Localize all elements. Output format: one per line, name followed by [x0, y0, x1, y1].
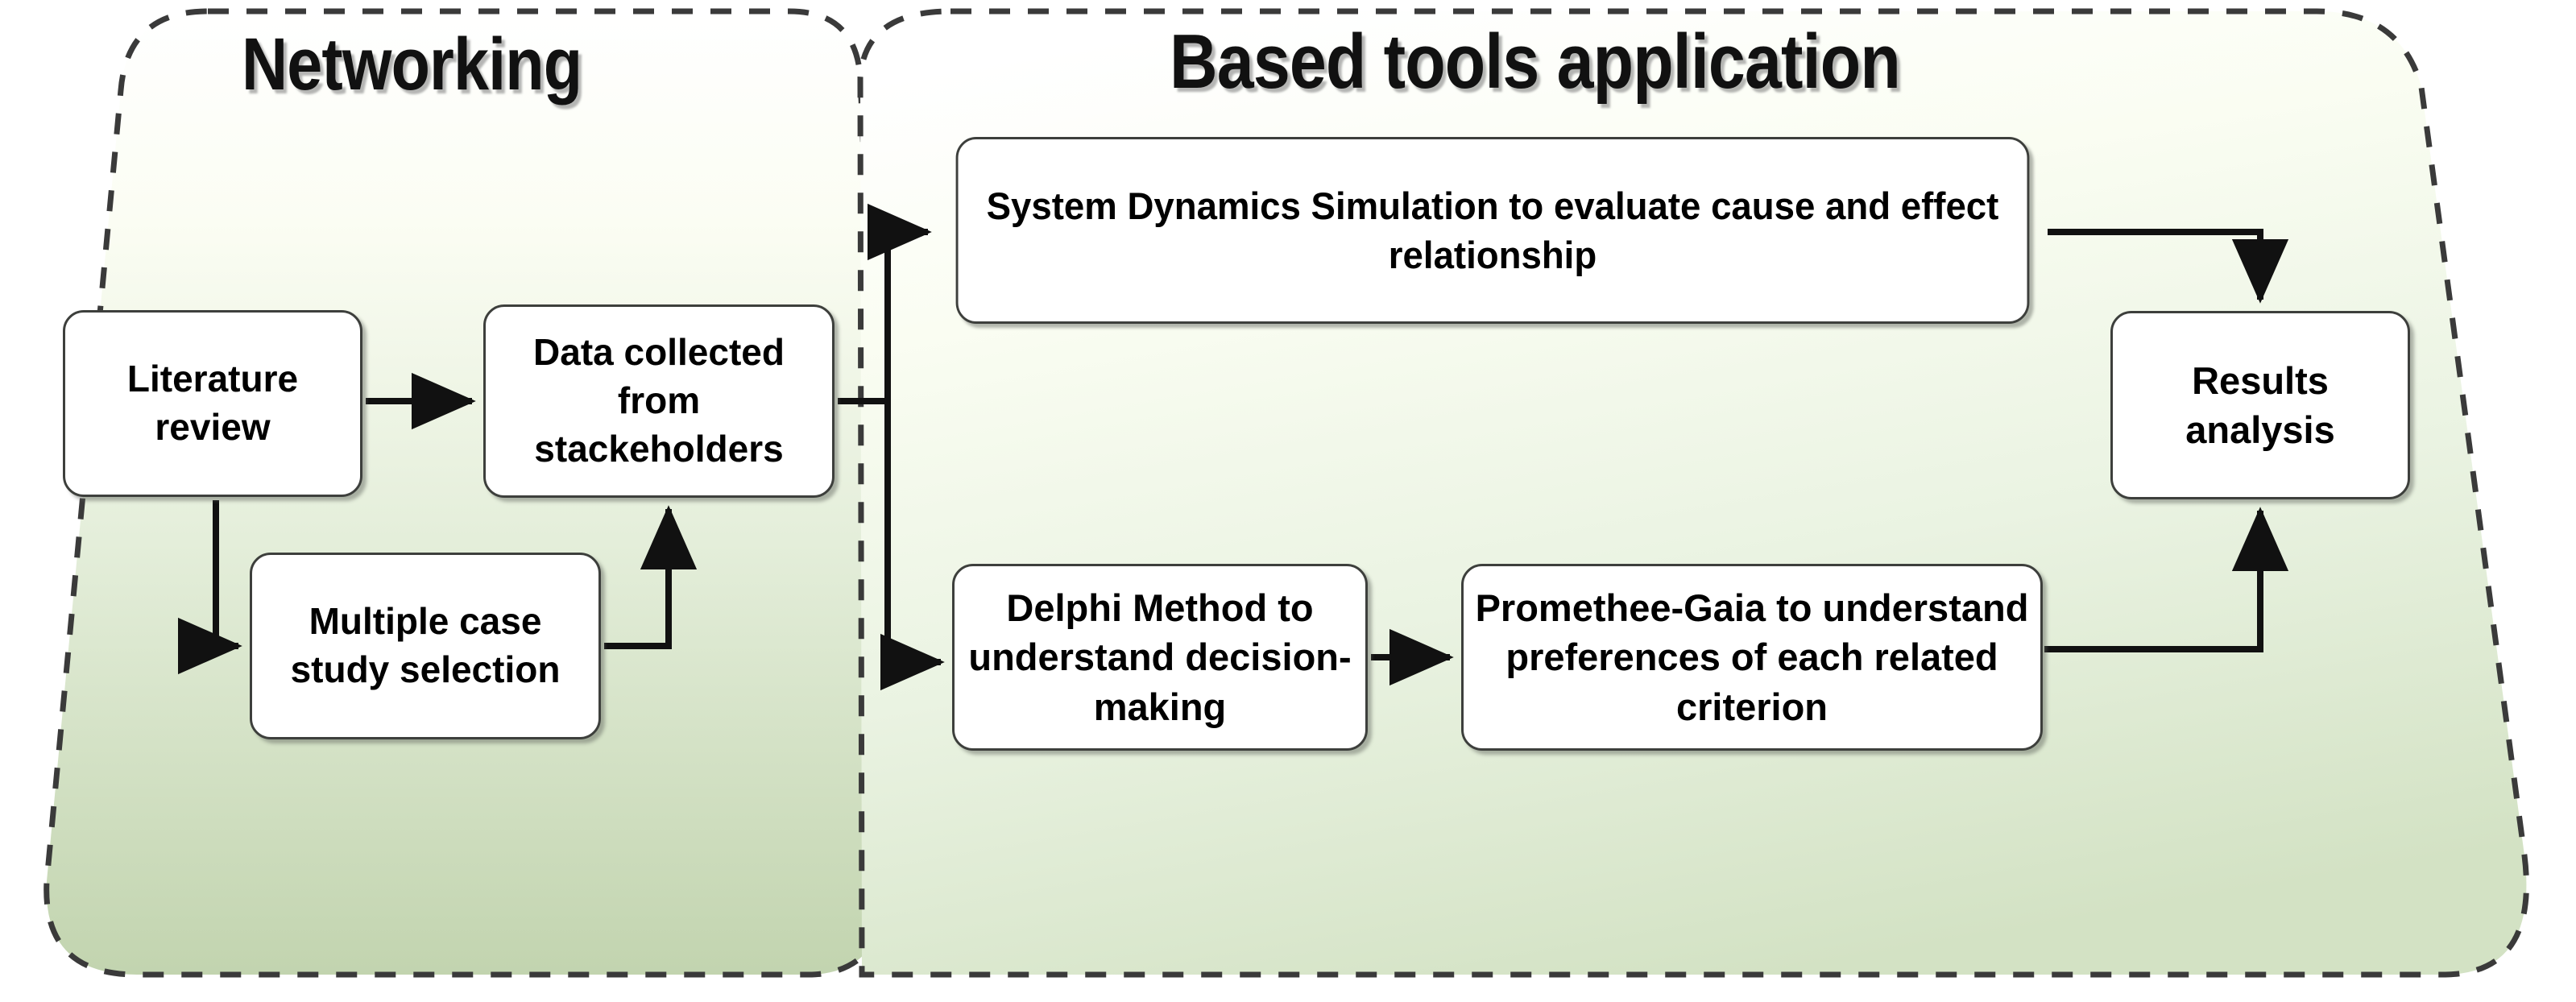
node-literature-review[interactable]: Literature review: [63, 310, 362, 497]
edge-system-dynamics-to-results: [2048, 229, 2289, 304]
node-promethee-gaia[interactable]: Promethee-Gaia to understand preferences…: [1461, 564, 2043, 751]
node-multiple-case-study-selection[interactable]: Multiple case study selection: [250, 553, 601, 739]
node-results-analysis[interactable]: Results analysis: [2110, 311, 2410, 499]
edge-promethee-to-results: [2044, 507, 2289, 652]
edge-multicase-to-data: [604, 505, 698, 649]
node-promethee-gaia-label: Promethee-Gaia to understand preferences…: [1475, 586, 2029, 728]
phase-title-based-tools: Based tools application: [1170, 19, 1901, 105]
phase-title-networking: Networking: [242, 23, 582, 106]
node-multiple-case-label: Multiple case study selection: [290, 600, 561, 690]
node-results-analysis-label: Results analysis: [2185, 358, 2335, 451]
node-system-dynamics-label: System Dynamics Simulation to evaluate c…: [986, 184, 1999, 276]
edge-literature-to-multicase: [177, 500, 242, 675]
node-literature-review-label: Literature review: [126, 358, 299, 448]
node-data-collected-from-stackeholders[interactable]: Data collected from stackeholders: [483, 304, 835, 498]
node-delphi-method-label: Delphi Method to understand decision-mak…: [968, 586, 1352, 728]
node-system-dynamics-simulation[interactable]: System Dynamics Simulation to evaluate c…: [955, 137, 2030, 324]
node-data-collected-label: Data collected from stackeholders: [533, 331, 785, 470]
node-delphi-method[interactable]: Delphi Method to understand decision-mak…: [952, 564, 1368, 751]
